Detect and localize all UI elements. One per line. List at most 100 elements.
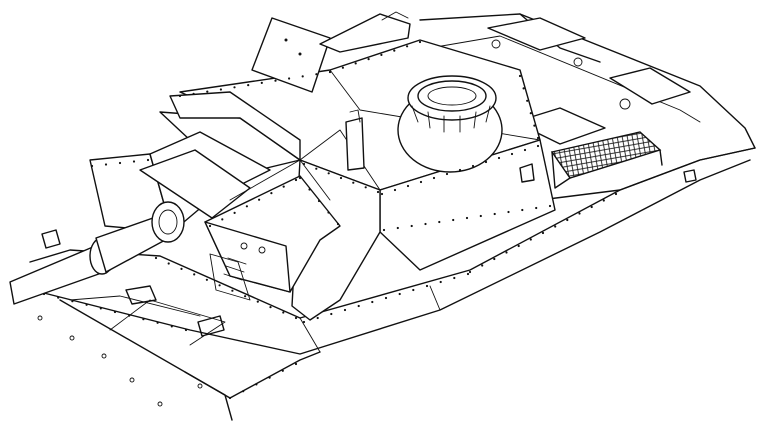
rivet xyxy=(294,178,298,182)
rivet xyxy=(343,308,347,312)
rivet xyxy=(282,311,285,314)
rivet xyxy=(294,316,298,320)
rivet xyxy=(218,284,221,287)
fender-details xyxy=(41,163,697,337)
rivet xyxy=(517,244,520,248)
rivet xyxy=(419,180,423,184)
rivet xyxy=(406,45,409,48)
rivet xyxy=(330,312,333,316)
rivet xyxy=(57,296,60,299)
rivet xyxy=(526,99,529,102)
rivet xyxy=(339,176,343,180)
rivet xyxy=(294,362,298,366)
rivet xyxy=(522,87,525,90)
rivet xyxy=(354,62,357,65)
rivet xyxy=(352,181,355,184)
rivet xyxy=(614,192,618,196)
rivet xyxy=(341,66,344,69)
rivet xyxy=(590,205,593,209)
rivet xyxy=(481,264,484,267)
rivet xyxy=(380,53,383,57)
rivet xyxy=(328,70,332,74)
rivet xyxy=(128,314,131,317)
gun-mantlet xyxy=(89,131,341,301)
rivet xyxy=(497,156,501,160)
rivet xyxy=(233,86,236,89)
rivet xyxy=(541,231,545,235)
rivet xyxy=(529,112,532,115)
rivet xyxy=(71,300,74,303)
deck-plug xyxy=(619,98,631,110)
rivet xyxy=(518,74,522,78)
rivet xyxy=(142,318,145,321)
rivet xyxy=(327,211,330,214)
rivet xyxy=(493,257,496,261)
rivet xyxy=(180,267,183,270)
rivet xyxy=(298,176,302,180)
rivet xyxy=(376,190,380,194)
rivet xyxy=(90,164,94,168)
deck-plug xyxy=(573,57,583,67)
rivet xyxy=(484,160,488,164)
rivet xyxy=(247,84,250,87)
rivet xyxy=(281,369,284,372)
rivet xyxy=(315,167,318,170)
rivet xyxy=(510,152,514,156)
rivet xyxy=(393,49,396,52)
rivet xyxy=(118,161,122,165)
rivet xyxy=(396,226,399,230)
rivet xyxy=(578,212,581,215)
rivet xyxy=(167,262,170,265)
deck-hatch-left xyxy=(487,17,586,51)
rivet xyxy=(425,284,429,288)
rivet xyxy=(316,316,319,320)
rivet xyxy=(274,79,277,82)
rivet xyxy=(42,292,46,296)
rivet xyxy=(208,224,212,228)
rivet xyxy=(268,376,271,379)
rivet xyxy=(471,164,475,168)
roof-hatches xyxy=(251,11,411,93)
rivet xyxy=(154,256,158,260)
gun-barrel xyxy=(9,201,185,305)
rivet xyxy=(288,77,291,80)
hull-bolt xyxy=(69,335,75,341)
rivet xyxy=(364,186,367,189)
deck-hatch-right xyxy=(609,67,691,105)
rivet xyxy=(205,278,208,281)
rivet xyxy=(85,303,88,306)
rivet xyxy=(424,222,427,226)
rivet xyxy=(465,216,469,220)
rivet xyxy=(382,228,386,232)
rivet xyxy=(245,205,248,208)
rivet xyxy=(493,212,496,216)
rivet xyxy=(432,176,436,180)
rivet xyxy=(228,396,232,400)
rivet xyxy=(602,199,605,202)
rivet xyxy=(256,300,259,303)
rivet xyxy=(221,218,224,221)
rivet xyxy=(505,251,508,254)
rivet xyxy=(410,224,413,228)
rivet xyxy=(536,144,540,148)
rivet xyxy=(439,280,442,284)
rivet xyxy=(178,94,182,98)
rivet xyxy=(233,211,236,214)
rivet xyxy=(507,210,510,214)
rivet xyxy=(260,81,263,84)
rivet xyxy=(367,58,370,61)
rivet xyxy=(231,289,234,292)
rivet xyxy=(192,92,195,95)
rivet xyxy=(566,218,569,222)
rivet xyxy=(458,168,462,172)
rivet xyxy=(535,206,538,210)
rivet xyxy=(393,188,397,192)
rivet xyxy=(438,220,441,224)
rivet xyxy=(302,162,306,166)
rivet xyxy=(113,310,117,314)
hull-bolt xyxy=(37,315,43,321)
rivet xyxy=(533,124,536,127)
rivet xyxy=(244,295,247,298)
rivet xyxy=(206,90,209,93)
hull-bolt xyxy=(101,353,107,359)
